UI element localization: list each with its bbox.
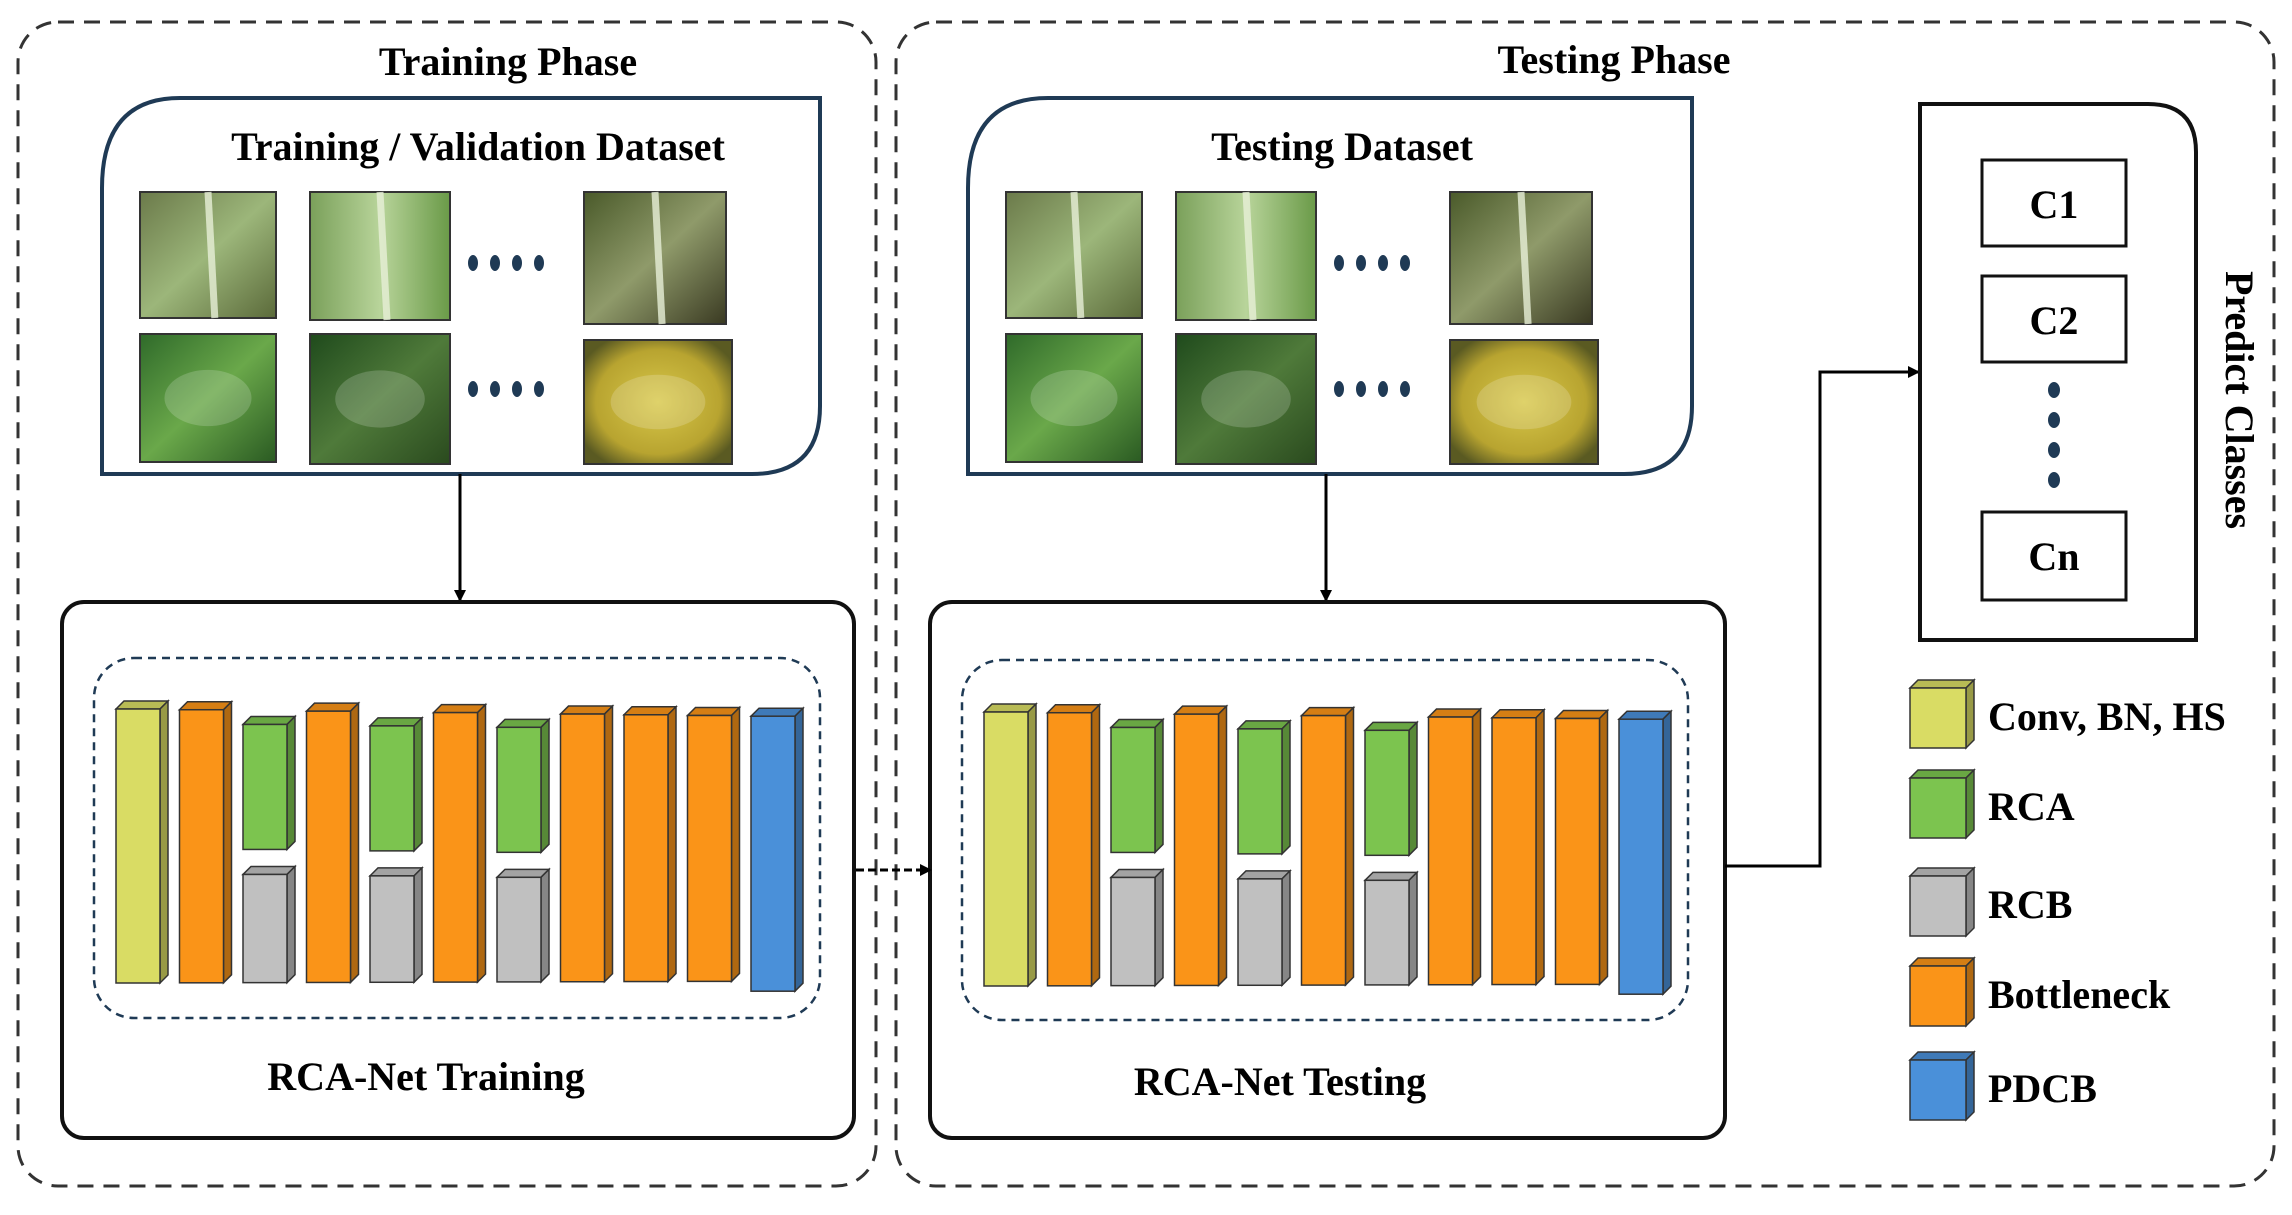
legend-label: RCA <box>1988 784 2075 829</box>
class-label: C1 <box>2030 182 2079 227</box>
rca-block <box>1363 720 1419 858</box>
sugarcane-leaf-image-1 <box>139 191 277 319</box>
legend-label: Conv, BN, HS <box>1988 694 2226 739</box>
sugarcane-leaf-image-1 <box>1005 191 1143 319</box>
sugarcane-leaf-image-2 <box>1175 191 1317 321</box>
bottleneck-block <box>622 704 678 984</box>
bottleneck-block <box>304 701 361 985</box>
rca-block <box>1109 717 1165 855</box>
training-phase-frame <box>16 20 878 1188</box>
bottleneck-block <box>177 699 234 985</box>
rca-block <box>368 716 424 853</box>
legend-item-rcb: RCB <box>1908 866 2072 938</box>
class-label: Cn <box>2028 534 2079 579</box>
training-network-frame <box>60 600 856 1140</box>
legend-label: PDCB <box>1988 1066 2097 1111</box>
rcb-block <box>1109 867 1165 988</box>
sugarcane-leaf-image-2 <box>309 191 451 321</box>
bottleneck-block <box>1490 707 1546 987</box>
training-dataset-images <box>139 191 733 465</box>
rcb-block <box>368 866 424 985</box>
training-dataset-title: Training / Validation Dataset <box>231 124 725 169</box>
legend-swatch-rcb <box>1908 866 1976 938</box>
training-network-label: RCA-Net Training <box>267 1054 584 1099</box>
pdcb-block <box>749 706 805 994</box>
legend-item-pdcb: PDCB <box>1908 1050 2097 1122</box>
rca-block <box>495 717 551 855</box>
legend-item-bottleneck: Bottleneck <box>1908 956 2171 1028</box>
image-ellipsis <box>1334 255 1410 271</box>
predict-classes-panel <box>1918 102 2198 642</box>
potato-leaf-image-2 <box>309 333 451 465</box>
rcb-block <box>1236 869 1292 988</box>
legend-swatch-rca <box>1908 768 1976 840</box>
potato-leaf-image-1 <box>139 333 277 463</box>
image-ellipsis <box>468 381 544 397</box>
potato-leaf-image-3 <box>1449 339 1599 465</box>
conv-block <box>114 699 170 985</box>
rca-block <box>1236 719 1292 856</box>
bottleneck-block <box>431 702 488 984</box>
potato-leaf-image-3 <box>583 339 733 465</box>
testing-network-inner <box>960 658 1690 1022</box>
training-network-inner <box>92 656 822 1020</box>
class-box-c2: C2 <box>1980 274 2128 364</box>
legend-swatch-pdcb <box>1908 1050 1976 1122</box>
sugarcane-leaf-image-3 <box>583 191 727 325</box>
training-dataset-panel <box>100 96 822 476</box>
bottleneck-block <box>685 705 742 984</box>
testing-dataset-images <box>1005 191 1599 465</box>
legend-swatch-conv <box>1908 678 1976 750</box>
sugarcane-leaf-image-3 <box>1449 191 1593 325</box>
legend-item-rca: RCA <box>1908 768 2075 840</box>
testing-phase-frame <box>894 20 2276 1188</box>
bottleneck-block <box>558 704 615 984</box>
training-phase-title: Training Phase <box>379 39 637 84</box>
bottleneck-block <box>1426 707 1483 987</box>
bottleneck-block <box>1299 705 1356 987</box>
legend-label: RCB <box>1988 882 2072 927</box>
class-ellipsis <box>2048 382 2060 488</box>
conv-block <box>982 702 1038 988</box>
bottleneck-block <box>1553 708 1610 987</box>
test-to-predict-arrow <box>1725 366 1920 868</box>
image-ellipsis <box>1334 381 1410 397</box>
class-label: C2 <box>2030 298 2079 343</box>
class-box-c1: C1 <box>1980 158 2128 248</box>
potato-leaf-image-2 <box>1175 333 1317 465</box>
testing-network-label: RCA-Net Testing <box>1134 1059 1426 1104</box>
legend-swatch-bottleneck <box>1908 956 1976 1028</box>
class-box-cn: Cn <box>1980 510 2128 602</box>
rca-block <box>241 714 297 852</box>
rcb-block <box>1363 870 1419 987</box>
testing-phase-title: Testing Phase <box>1497 37 1730 82</box>
pdcb-block <box>1617 709 1673 997</box>
rcb-block <box>495 867 551 984</box>
image-ellipsis <box>468 255 544 271</box>
predict-classes-title: Predict Classes <box>2217 271 2262 529</box>
bottleneck-block <box>1172 704 1229 988</box>
legend-item-conv: Conv, BN, HS <box>1908 678 2226 750</box>
bottleneck-block <box>1045 702 1102 988</box>
testing-dataset-title: Testing Dataset <box>1211 124 1474 169</box>
testing-dataset-panel <box>966 96 1694 476</box>
potato-leaf-image-1 <box>1005 333 1143 463</box>
legend-label: Bottleneck <box>1988 972 2171 1017</box>
rcb-block <box>241 864 297 985</box>
